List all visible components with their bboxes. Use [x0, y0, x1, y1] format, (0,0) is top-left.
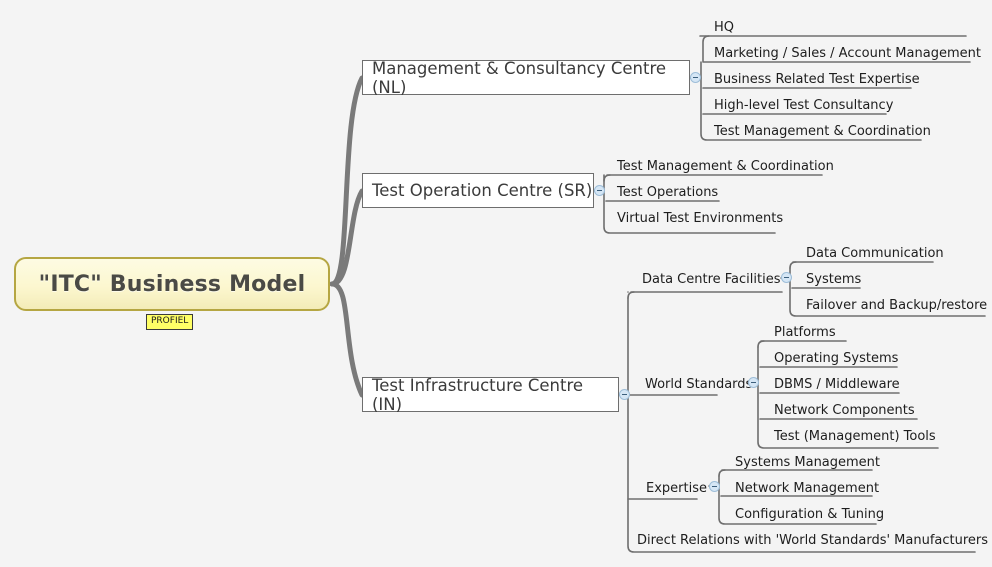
root-node[interactable]: "ITC" Business Model	[14, 257, 330, 311]
node-world-standards[interactable]: World Standards	[645, 377, 753, 392]
branch-label: Test Operation Centre (SR)	[372, 181, 593, 200]
collapse-toggle-icon-branch-1[interactable]	[690, 72, 701, 83]
collapse-toggle-icon-branch-2[interactable]	[594, 185, 605, 196]
branch-test-operation-centre-sr[interactable]: Test Operation Centre (SR)	[362, 173, 594, 208]
branch-management-consultancy-centre-nl[interactable]: Management & Consultancy Centre (NL)	[362, 58, 690, 97]
branch-label: Management & Consultancy Centre (NL)	[372, 58, 667, 97]
node-systems-management[interactable]: Systems Management	[735, 455, 881, 470]
node-virtual-test-environments[interactable]: Virtual Test Environments	[617, 211, 784, 226]
node-business-related-test-expertise[interactable]: Business Related Test Expertise	[714, 72, 920, 87]
node-network-components[interactable]: Network Components	[774, 403, 915, 418]
node-direct-relations-world-standards-manufacturers[interactable]: Direct Relations with 'World Standards' …	[637, 533, 989, 548]
node-hq[interactable]: HQ	[714, 20, 735, 35]
node-network-management[interactable]: Network Management	[735, 481, 880, 496]
node-test-operations[interactable]: Test Operations	[617, 185, 719, 200]
node-test-management-coordination-1[interactable]: Test Management & Coordination	[714, 124, 931, 139]
node-expertise[interactable]: Expertise	[646, 481, 707, 496]
node-data-centre-facilities[interactable]: Data Centre Facilities	[642, 272, 781, 287]
node-dbms-middleware[interactable]: DBMS / Middleware	[774, 377, 900, 392]
node-failover-and-backup-restore[interactable]: Failover and Backup/restore	[806, 298, 988, 313]
node-marketing-sales-account-management[interactable]: Marketing / Sales / Account Management	[714, 46, 981, 61]
node-platforms[interactable]: Platforms	[774, 325, 836, 340]
node-test-management-coordination-2[interactable]: Test Management & Coordination	[617, 159, 834, 174]
node-configuration-tuning[interactable]: Configuration & Tuning	[735, 507, 885, 522]
node-operating-systems[interactable]: Operating Systems	[774, 351, 899, 366]
collapse-toggle-icon-data-centre-facilities[interactable]	[781, 272, 792, 283]
collapse-toggle-icon-branch-3[interactable]	[619, 389, 630, 400]
branch-test-infrastructure-centre-in[interactable]: Test Infrastructure Centre (IN)	[362, 375, 619, 414]
node-data-communication[interactable]: Data Communication	[806, 246, 944, 261]
node-systems[interactable]: Systems	[806, 272, 862, 287]
node-high-level-test-consultancy[interactable]: High-level Test Consultancy	[714, 98, 894, 113]
collapse-toggle-icon-expertise[interactable]	[709, 481, 720, 492]
collapse-toggle-icon-world-standards[interactable]	[748, 377, 759, 388]
branch-label: Test Infrastructure Centre (IN)	[372, 375, 584, 414]
node-test-management-tools[interactable]: Test (Management) Tools	[774, 429, 936, 444]
profiel-tag: PROFIEL	[146, 314, 194, 330]
root-node-label: "ITC" Business Model	[38, 271, 306, 297]
